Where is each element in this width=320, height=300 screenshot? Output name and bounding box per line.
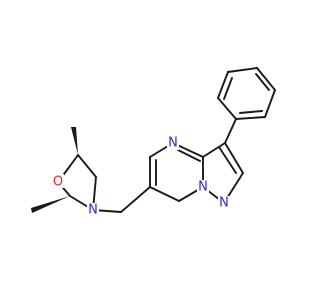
atom-n-pyrazole: N [218, 196, 230, 211]
bond [223, 77, 233, 100]
bond [255, 73, 270, 91]
bond [149, 186, 180, 202]
bond [120, 186, 151, 213]
pyrazole-ring [202, 142, 244, 204]
bond [224, 118, 237, 144]
bond [264, 89, 276, 118]
atom-o-morpholine: O [52, 174, 64, 190]
bond [77, 154, 97, 178]
atom-label: O [53, 175, 63, 190]
atom-n-bridgehead: N [197, 180, 209, 195]
bond [235, 116, 266, 120]
pyrimidine-ring [149, 142, 204, 202]
bond [217, 71, 229, 99]
bond [239, 110, 263, 114]
bond [256, 67, 276, 91]
bond [218, 146, 237, 174]
molecule-diagram: O N N N N [31, 67, 276, 218]
bond [227, 67, 258, 73]
methyl-wedge-bottom [31, 196, 70, 213]
bond [202, 142, 226, 158]
atom-label: N [219, 196, 229, 211]
structure-canvas: O N N N N [31, 67, 276, 218]
methyl-wedge-top [71, 127, 78, 155]
atom-label: N [168, 136, 178, 151]
atom-n-pyrimidine: N [167, 136, 179, 151]
atom-n-morpholine: N [87, 203, 99, 218]
bond [224, 142, 244, 174]
phenyl-ring [217, 67, 276, 120]
bond [69, 154, 79, 167]
bond [217, 97, 237, 120]
atom-label: N [198, 180, 208, 195]
bond [177, 149, 201, 162]
atom-label: N [88, 203, 98, 218]
